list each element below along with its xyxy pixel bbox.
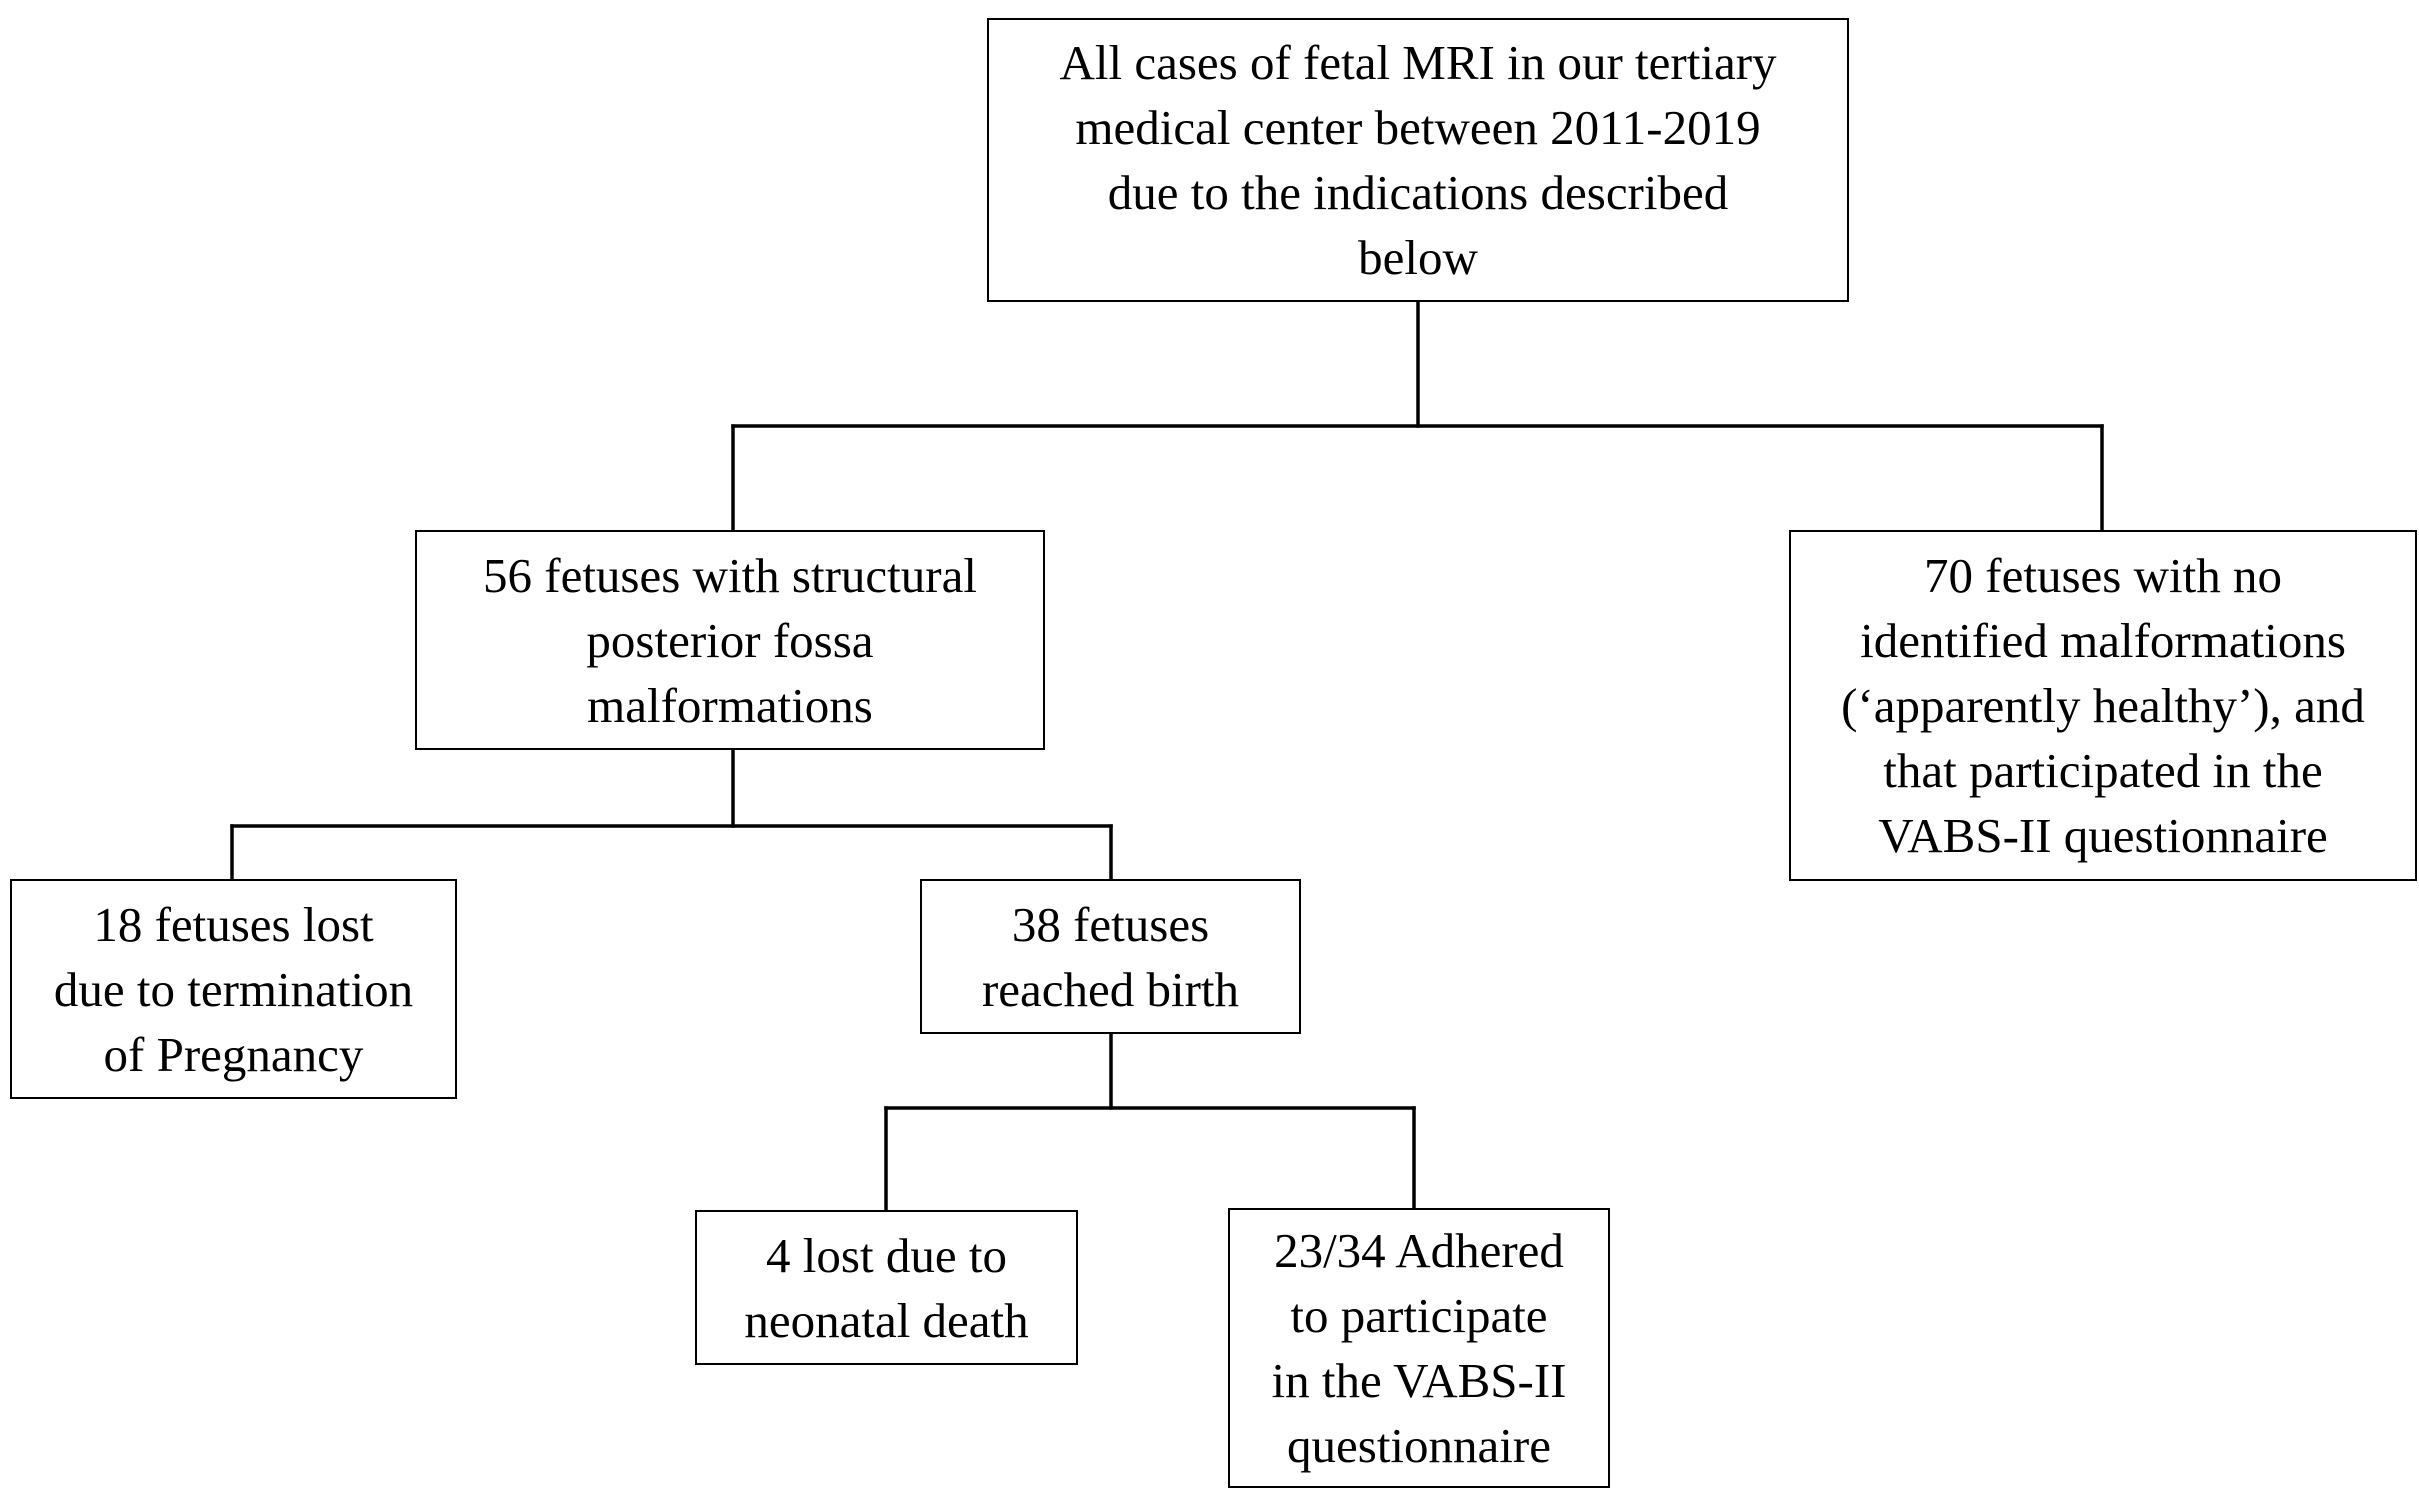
box-text-line: due to the indications described	[1107, 165, 1729, 220]
box-text-line: All cases of fetal MRI in our tertiary	[1059, 35, 1777, 90]
box-all-fetal-mri-cases: All cases of fetal MRI in our tertiary m…	[987, 18, 1849, 302]
box-text-line: 38 fetuses	[1011, 896, 1210, 952]
box-text-line: VABS-II questionnaire	[1878, 808, 2328, 863]
box-text-line: that participated in the	[1883, 743, 2323, 798]
box-text-line: medical center between 2011-2019	[1075, 100, 1761, 155]
box-text-line: neonatal death	[744, 1292, 1029, 1348]
box-text-line: below	[1358, 230, 1478, 285]
box-text-line: posterior fossa	[586, 612, 874, 668]
box-text-line: questionnaire	[1287, 1418, 1551, 1473]
box-reached-birth: 38 fetuses reached birth	[920, 879, 1301, 1034]
box-adhered-vabs-ii: 23/34 Adhered to participate in the VABS…	[1228, 1208, 1610, 1488]
box-text-line: 70 fetuses with no	[1924, 548, 2282, 603]
box-text-line: of Pregnancy	[103, 1026, 364, 1082]
box-text-line: (‘apparently healthy’), and	[1841, 678, 2365, 733]
box-text-line: 18 fetuses lost	[93, 896, 374, 952]
box-text-line: malformations	[587, 677, 873, 733]
box-text-line: 56 fetuses with structural	[483, 547, 977, 603]
box-text-line: to participate	[1290, 1288, 1548, 1343]
box-text-line: 23/34 Adhered	[1274, 1223, 1564, 1278]
box-structural-malformations: 56 fetuses with structural posterior fos…	[415, 530, 1045, 750]
box-apparently-healthy: 70 fetuses with no identified malformati…	[1789, 530, 2417, 881]
box-text-line: identified malformations	[1860, 613, 2346, 668]
box-text-line: in the VABS-II	[1271, 1353, 1567, 1408]
box-text-line: 4 lost due to	[766, 1227, 1007, 1283]
box-text-line: reached birth	[981, 961, 1240, 1017]
box-termination-of-pregnancy: 18 fetuses lost due to termination of Pr…	[10, 879, 457, 1099]
box-neonatal-death: 4 lost due to neonatal death	[695, 1210, 1078, 1365]
box-text-line: due to termination	[53, 961, 414, 1017]
